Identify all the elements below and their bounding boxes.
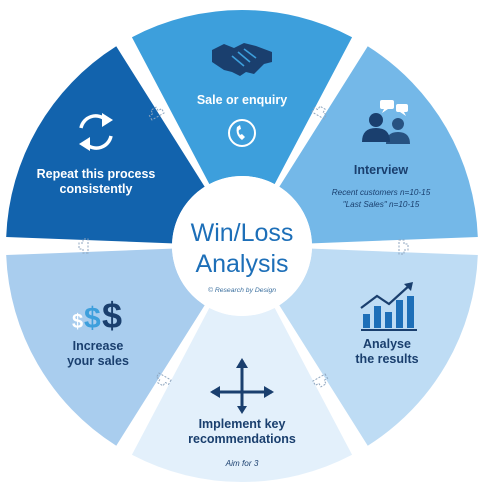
connector-shape xyxy=(311,105,328,120)
segment-implement-note: Aim for 3 xyxy=(225,459,259,468)
implement-group: Implement key recommendations Aim for 3 xyxy=(188,358,296,468)
segment-implement-label: Implement key xyxy=(199,417,286,431)
connector-shape xyxy=(155,372,172,387)
bar-chart-icon xyxy=(360,282,417,331)
segment-implement-label-2: recommendations xyxy=(188,432,296,446)
segment-analyse-results xyxy=(279,248,478,446)
segment-interview-label: Interview xyxy=(354,163,408,177)
segment-repeat-label-2: consistently xyxy=(60,182,133,196)
segment-repeat-label: Repeat this process xyxy=(37,167,156,181)
phone-icon xyxy=(228,119,256,147)
segment-analyse-label: Analyse xyxy=(363,337,411,351)
connector-shape xyxy=(398,239,409,255)
refresh-icon xyxy=(79,113,113,151)
increase-group: $ $ $ Increase your sales xyxy=(67,295,129,368)
segment-increase-label-2: your sales xyxy=(67,354,129,368)
wheel-segments xyxy=(6,10,478,482)
center-disc xyxy=(172,176,312,316)
segment-increase-sales xyxy=(6,248,205,446)
dollar-sign-large: $ xyxy=(102,295,122,336)
segment-analyse-label-2: the results xyxy=(355,352,418,366)
connector-shape xyxy=(148,106,165,121)
segment-interview xyxy=(279,46,478,244)
dollar-icon: $ $ $ xyxy=(72,295,122,336)
connector-shape xyxy=(78,238,89,254)
segment-interview-note-2: "Last Sales" n=10-15 xyxy=(343,200,420,209)
people-chat-icon xyxy=(362,100,410,144)
arrows-icon xyxy=(210,358,274,414)
segment-sale-label: Sale or enquiry xyxy=(197,93,287,107)
segment-connectors xyxy=(78,105,409,388)
handshake-icon xyxy=(212,43,272,76)
segment-increase-label: Increase xyxy=(73,339,124,353)
sale-group: Sale or enquiry xyxy=(197,43,287,147)
interview-group: Interview Recent customers n=10-15 "Last… xyxy=(332,100,431,209)
repeat-group: Repeat this process consistently xyxy=(37,113,156,196)
segment-interview-note-1: Recent customers n=10-15 xyxy=(332,188,431,197)
dollar-sign-small: $ xyxy=(72,311,83,333)
dollar-sign-medium: $ xyxy=(84,302,101,335)
center-title-line1: Win/Loss xyxy=(191,219,294,247)
center-title-line2: Analysis xyxy=(195,250,288,278)
center-credit: © Research by Design xyxy=(208,286,276,294)
segment-sale-or-enquiry xyxy=(131,10,353,185)
connector-shape xyxy=(312,373,329,388)
analyse-group: Analyse the results xyxy=(355,282,419,366)
